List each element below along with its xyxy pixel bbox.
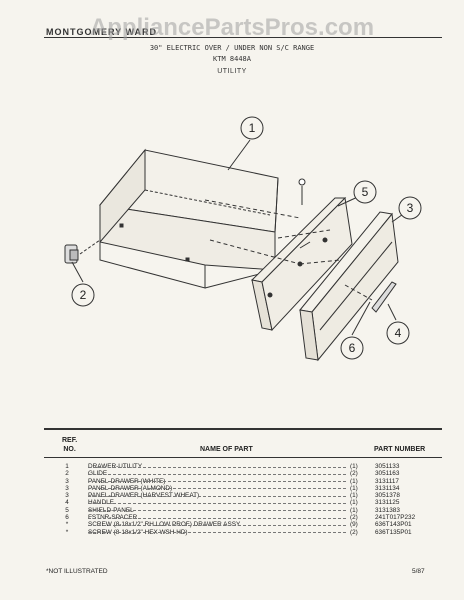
panel-drawer-drawing: [299, 211, 399, 362]
leader-dots: [88, 503, 346, 505]
drawer-utility-drawing: [99, 148, 279, 289]
footnote: *NOT ILLUSTRATED: [46, 568, 108, 575]
part-quantity: (1): [350, 484, 358, 492]
top-rule: [44, 37, 442, 38]
table-row: * SCREW (8-18x1/2" HEX WSH HD) (2) 636T135P…: [0, 528, 464, 536]
part-number: 636T143P01: [375, 521, 412, 529]
part-quantity: (1): [350, 506, 358, 514]
callout-2: 2: [80, 288, 87, 302]
part-name: HANDLE: [88, 499, 116, 507]
ref-number: 1: [65, 463, 69, 470]
part-name: FSTNR-SPACER: [88, 514, 140, 522]
ref-number: 4: [65, 499, 69, 507]
callout-6: 6: [349, 341, 356, 355]
leader-dots: [88, 517, 346, 519]
ref-number: 3: [65, 492, 69, 500]
part-name: SCREW (8-18x1/2" HEX WSH HD): [88, 528, 190, 536]
part-number: 3051163: [375, 470, 400, 478]
part-name: SCREW (8-18x1/2" RH LOW PROF) DRAWER ASS…: [88, 521, 243, 529]
table-top-rule: [44, 428, 442, 430]
ref-number: 3: [65, 477, 69, 485]
part-quantity: (2): [350, 470, 358, 478]
part-quantity: (1): [350, 499, 358, 507]
ref-number: 2: [65, 470, 69, 478]
screw-drawing: [297, 178, 306, 267]
part-quantity: (9): [350, 521, 358, 529]
leader-dots: [88, 510, 346, 512]
name-of-part-header: NAME OF PART: [200, 446, 253, 453]
leader-dots: [88, 466, 346, 468]
part-number: 241T017P232: [375, 514, 416, 522]
part-number: 3051378: [375, 492, 400, 500]
table-row: 1 DRAWER-UTILITY (1) 3051133: [0, 463, 464, 470]
table-row: 5 SHIELD-PANEL (1) 3131383: [0, 506, 464, 514]
shield-panel-drawing: [250, 196, 353, 332]
brand-name: MONTGOMERY WARD: [46, 27, 157, 37]
part-quantity: (2): [350, 514, 358, 522]
leader-dots: [88, 532, 346, 534]
leader-dots: [88, 524, 346, 526]
leader-dots: [88, 473, 346, 475]
model-title: 30" ELECTRIC OVER / UNDER NON S/C RANGE: [149, 44, 315, 52]
part-name: PANEL-DRAWER (WHITE): [88, 477, 168, 485]
table-header-rule: [44, 457, 442, 458]
parts-list: 1 DRAWER-UTILITY (1) 3051133 2 GLIDE (2) 305116…: [0, 463, 464, 536]
section-title: UTILITY: [217, 68, 247, 75]
part-number: 3131117: [375, 477, 399, 485]
table-row: 6 FSTNR-SPACER (2) 241T017P232: [0, 514, 464, 522]
part-number: 3131134: [375, 484, 400, 492]
part-number: 3131125: [375, 499, 400, 507]
table-row: 2 GLIDE (2) 3051163: [0, 470, 464, 478]
table-row: 3 PANEL-DRAWER (ALMOND) (1) 3131134: [0, 484, 464, 492]
part-number: 3131383: [375, 506, 400, 514]
callout-4: 4: [395, 326, 402, 340]
leader-dots: [88, 495, 346, 497]
callout-3: 3: [407, 201, 414, 215]
ref-no-header: REF.NO.: [62, 436, 77, 454]
model-number: KTM 8448A: [213, 55, 251, 63]
part-name: PANEL-DRAWER (HARVEST WHEAT): [88, 492, 202, 500]
exploded-parts-diagram: 1 2 3 4 5 6: [64, 116, 422, 362]
revision-date: 5/87: [412, 568, 425, 575]
handle-drawing: [371, 281, 397, 313]
table-row: 3 PANEL-DRAWER (HARVEST WHEAT) (1) 3051378: [0, 492, 464, 500]
table-row: * SCREW (8-18x1/2" RH LOW PROF) DRAWER AS…: [0, 521, 464, 529]
callout-1: 1: [249, 121, 256, 135]
ref-number: *: [65, 521, 69, 529]
part-quantity: (1): [350, 463, 358, 470]
ref-number: *: [65, 528, 69, 536]
part-quantity: (1): [350, 492, 358, 500]
ref-number: 6: [65, 514, 69, 522]
part-name: PANEL-DRAWER (ALMOND): [88, 484, 175, 492]
part-name: GLIDE: [88, 470, 110, 478]
part-name: SHIELD-PANEL: [88, 506, 136, 514]
ref-header-text: REF.NO.: [62, 437, 78, 453]
callout-5: 5: [362, 185, 369, 199]
part-number: 3051133: [375, 463, 400, 470]
part-name: DRAWER-UTILITY: [88, 463, 145, 470]
table-row: 4 HANDLE (1) 3131125: [0, 499, 464, 507]
part-quantity: (2): [350, 528, 358, 536]
leader-dots: [88, 488, 346, 490]
glide-drawing: [64, 239, 101, 264]
ref-number: 5: [65, 506, 69, 514]
part-number-header: PART NUMBER: [374, 446, 426, 453]
leader-dots: [88, 481, 346, 483]
ref-number: 3: [65, 484, 69, 492]
part-quantity: (1): [350, 477, 358, 485]
part-number: 636T135P01: [375, 528, 412, 536]
table-row: 3 PANEL-DRAWER (WHITE) (1) 3131117: [0, 477, 464, 485]
